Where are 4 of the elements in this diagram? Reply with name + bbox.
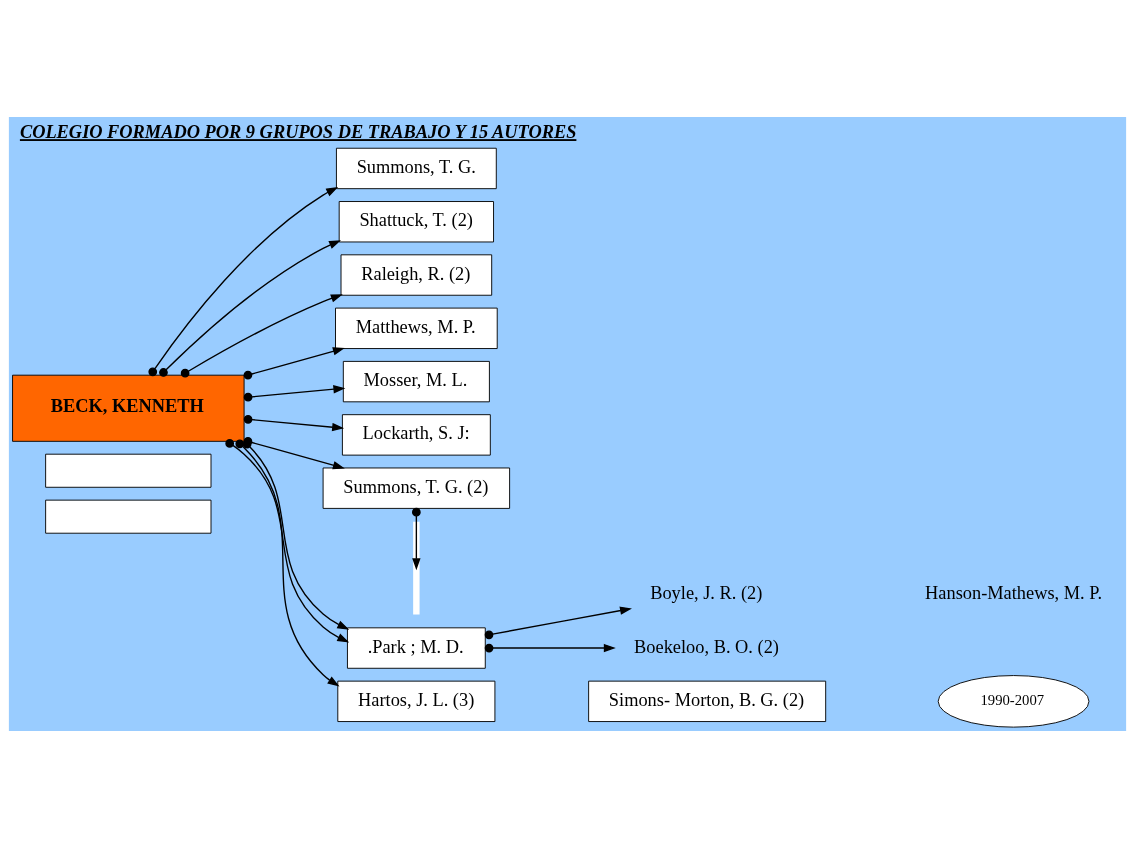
diagram-title: COLEGIO FORMADO POR 9 GRUPOS DE TRABAJO Y 15 AUTORES (19, 121, 577, 142)
label: Hanson-Mathews, M. P. (925, 582, 1103, 603)
node-text: Boyle, J. R. (2) (650, 582, 763, 603)
node-text: Boekeloo, B. O. (2) (634, 636, 779, 657)
